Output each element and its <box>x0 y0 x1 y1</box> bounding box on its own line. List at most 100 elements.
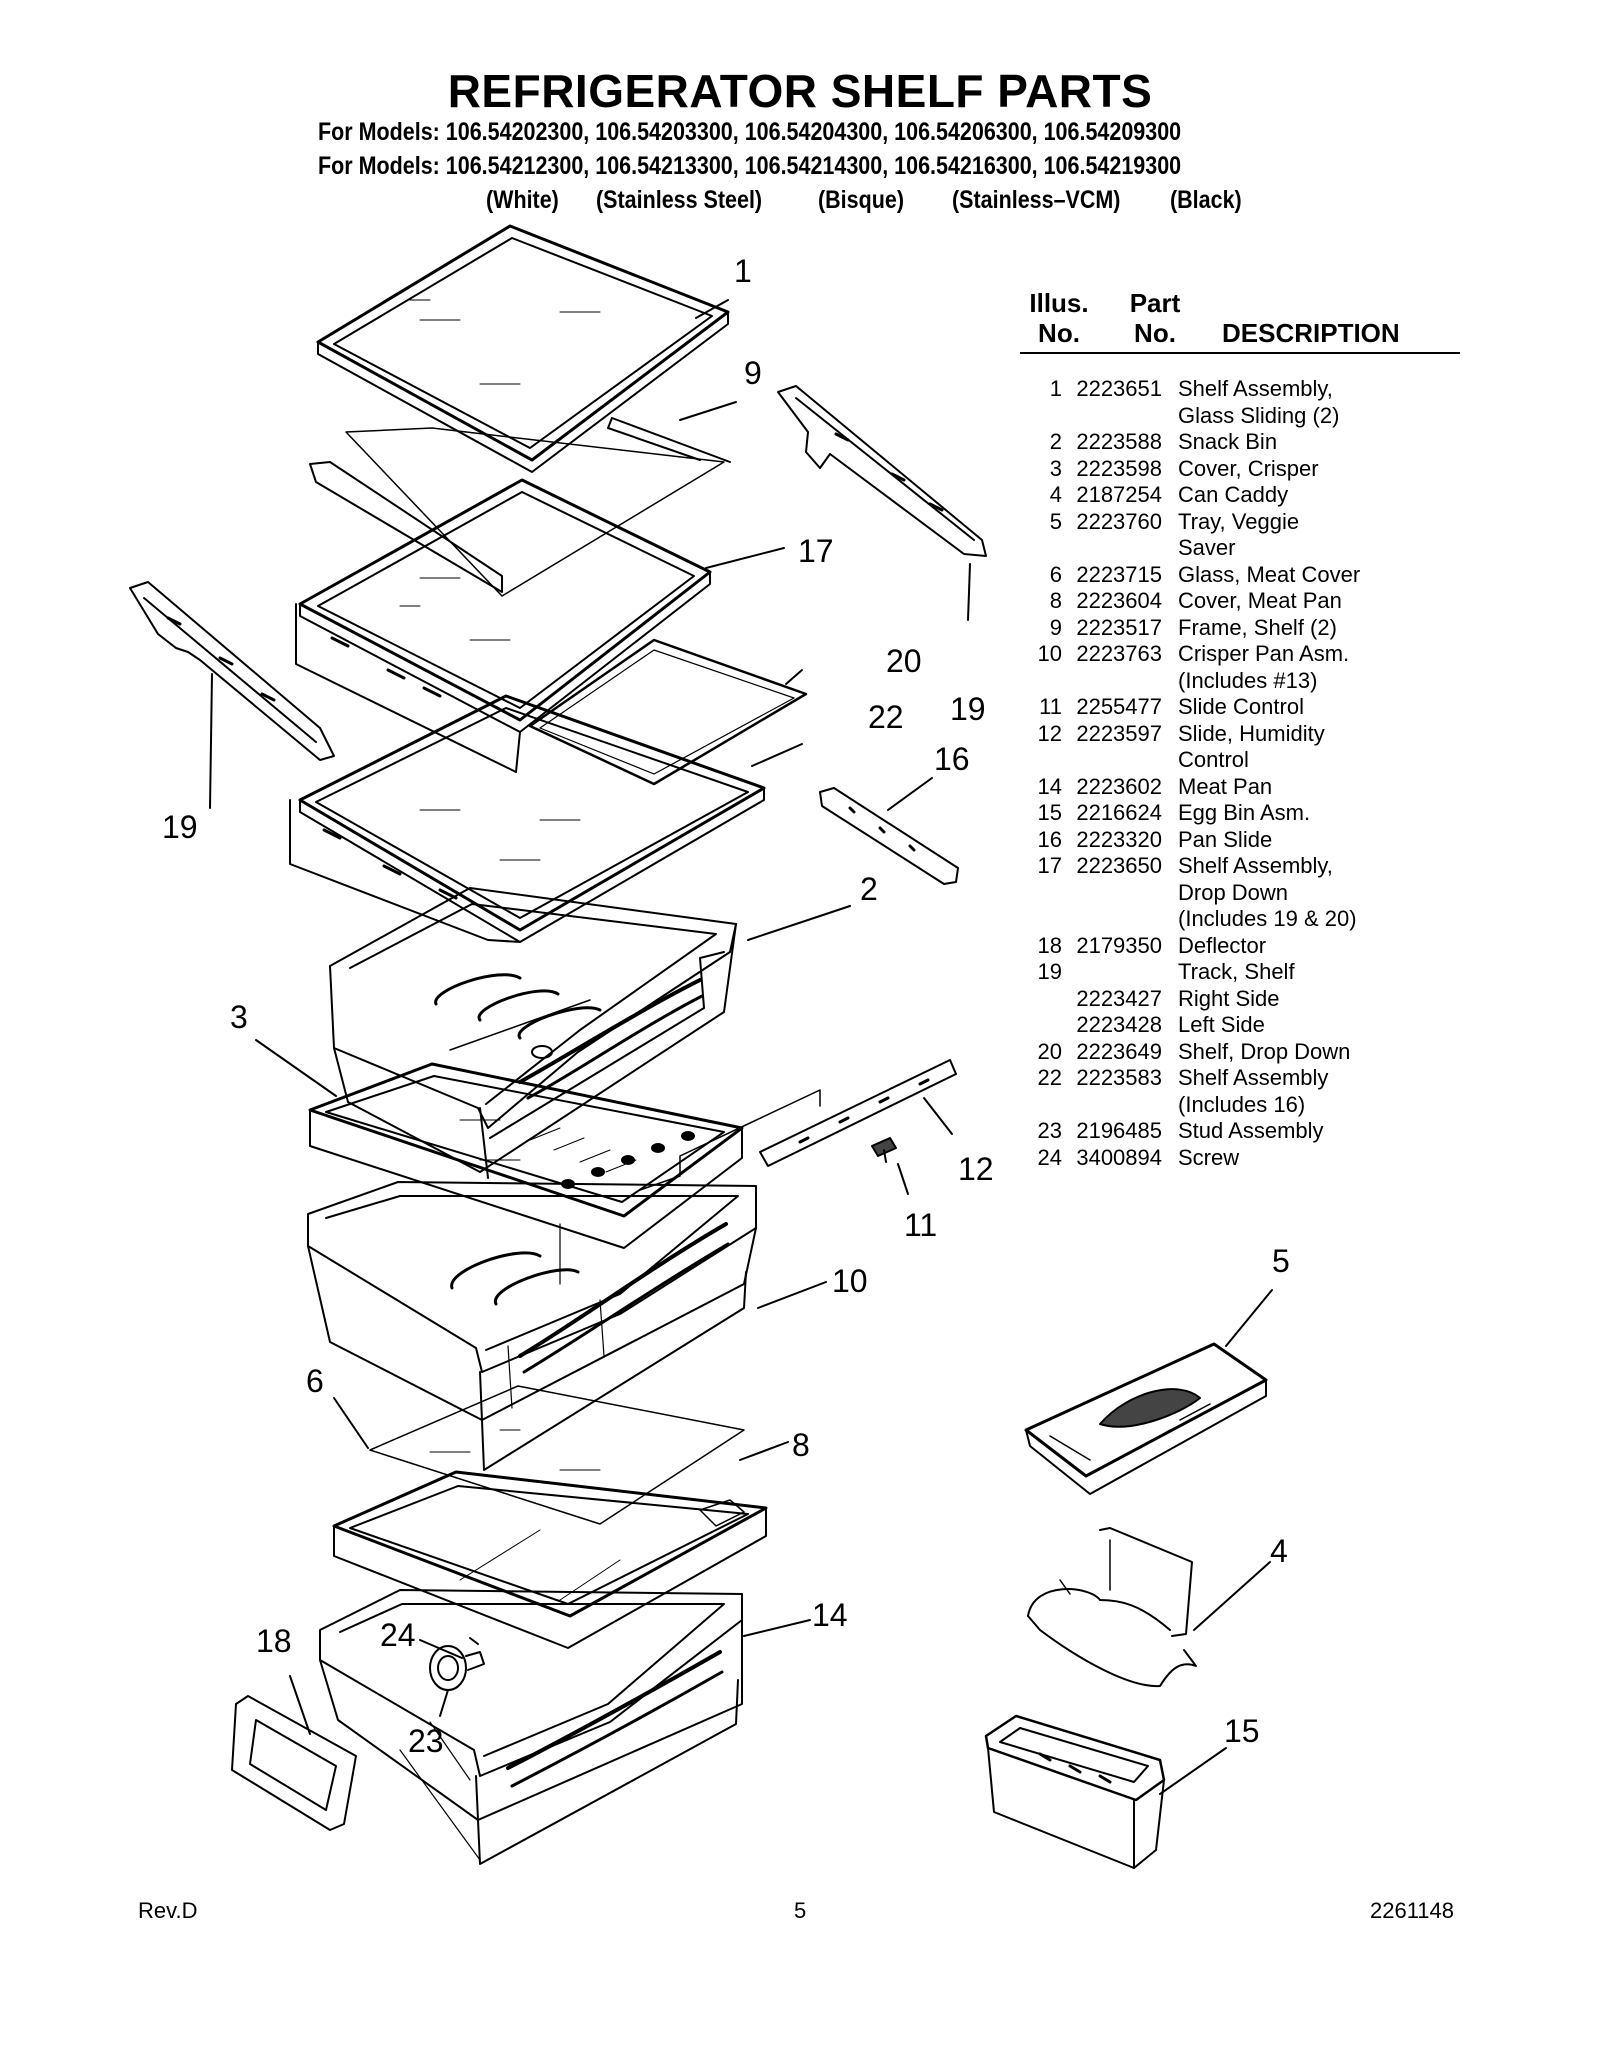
illus-number: 18 <box>1037 932 1062 958</box>
description-line: Crisper Pan Asm. <box>1178 641 1350 666</box>
part-5-veggie-tray <box>1024 1342 1268 1495</box>
callout-16: 16 <box>934 741 970 777</box>
part-description: Right Side <box>1172 986 1500 1013</box>
table-header-rule <box>1020 352 1460 354</box>
part-description: Glass, Meat Cover <box>1172 562 1500 589</box>
illus-number: 15 <box>1037 800 1062 825</box>
part-18-deflector <box>231 1695 357 1831</box>
part-description: Shelf Assembly(Includes 16) <box>1172 1065 1500 1118</box>
part-number: 2223649 <box>1076 1038 1162 1064</box>
part-description: Shelf Assembly,Glass Sliding (2) <box>1172 376 1500 429</box>
description-line: Deflector <box>1178 932 1267 958</box>
callout-19-left: 19 <box>162 809 198 845</box>
models-line-1: For Models: 106.54202300, 106.54203300, … <box>318 118 1182 146</box>
illus-number: 16 <box>1037 826 1062 852</box>
description-line: Cover, Meat Pan <box>1178 588 1342 613</box>
part-number: 2187254 <box>1076 482 1162 507</box>
illus-number: 12 <box>1037 720 1062 746</box>
description-line: Drop Down <box>1178 879 1289 905</box>
callout-15: 15 <box>1224 1713 1260 1749</box>
illus-number: 5 <box>1049 508 1062 534</box>
callout-10: 10 <box>832 1263 868 1299</box>
description-line: Slide Control <box>1178 694 1304 719</box>
part-description: Deflector <box>1172 933 1500 960</box>
table-row: 19 Track, Shelf <box>1020 959 1500 986</box>
description-line: Frame, Shelf (2) <box>1178 614 1337 640</box>
description-line: Glass Sliding (2) <box>1178 402 1340 428</box>
part-description: Crisper Pan Asm.(Includes #13) <box>1172 641 1500 694</box>
callout-2: 2 <box>860 871 878 907</box>
part-20-drop-down-shelf <box>528 638 808 786</box>
part-number: 2216624 <box>1076 800 1162 825</box>
part-description: Cover, Crisper <box>1172 456 1500 483</box>
description-line: Screw <box>1178 1144 1240 1170</box>
part-description: Slide Control <box>1172 694 1500 721</box>
part-description: Egg Bin Asm. <box>1172 800 1500 827</box>
part-description: Screw <box>1172 1145 1500 1172</box>
part-description: Meat Pan <box>1172 774 1500 801</box>
description-line: Can Caddy <box>1178 482 1289 507</box>
illus-number: 20 <box>1037 1038 1062 1064</box>
callout-23: 23 <box>408 1723 444 1759</box>
part-number: 2223598 <box>1076 455 1162 481</box>
callout-22: 22 <box>868 699 904 735</box>
illus-number: 10 <box>1037 641 1062 666</box>
illus-number: 24 <box>1037 1144 1062 1170</box>
illus-number: 19 <box>1037 959 1062 984</box>
part-description: Cover, Meat Pan <box>1172 588 1500 615</box>
header-illus-line1: Illus. <box>1029 288 1089 318</box>
part-description: Stud Assembly <box>1172 1118 1500 1145</box>
part-number: 3400894 <box>1076 1144 1162 1170</box>
finish-labels: (White) (Stainless Steel) (Bisque) (Stai… <box>0 186 1600 216</box>
description-line: Control <box>1178 747 1249 772</box>
header-part-line1: Part <box>1129 288 1181 318</box>
callout-11: 11 <box>904 1207 937 1243</box>
finish-label: (White) <box>486 186 559 214</box>
callout-19-right: 19 <box>950 691 986 727</box>
illus-number: 14 <box>1037 773 1062 799</box>
callout-3: 3 <box>230 999 248 1035</box>
description-line: Saver <box>1178 535 1236 560</box>
description-line: Stud Assembly <box>1178 1118 1324 1143</box>
table-row: 2223427 Right Side <box>1020 986 1500 1013</box>
part-description: Frame, Shelf (2) <box>1172 615 1500 642</box>
part-number: 2223760 <box>1076 508 1162 534</box>
illus-number: 6 <box>1049 561 1062 587</box>
illus-number: 11 <box>1039 694 1062 719</box>
part-number: 2223651 <box>1076 376 1162 401</box>
description-line: Shelf Assembly, <box>1178 376 1333 401</box>
part-19-right-track <box>777 385 987 557</box>
part-number: 2196485 <box>1076 1118 1162 1143</box>
description-line: Pan Slide <box>1178 826 1273 852</box>
part-description: Pan Slide <box>1172 827 1500 854</box>
callout-4: 4 <box>1270 1533 1288 1569</box>
part-17-drop-down-shelf <box>295 478 712 773</box>
description-line: Left Side <box>1178 1012 1265 1037</box>
part-1-glass-shelf <box>316 224 730 473</box>
part-description: Track, Shelf <box>1172 959 1500 986</box>
illus-number <box>1020 986 1062 1013</box>
table-row: 16 2223320 Pan Slide <box>1020 827 1500 854</box>
part-3-crisper-cover <box>308 1062 744 1249</box>
part-number: 2223428 <box>1076 1012 1162 1037</box>
part-2-snack-bin <box>329 887 737 1179</box>
illus-number: 1 <box>1049 376 1062 401</box>
document-number: 2261148 <box>1370 1898 1455 1923</box>
description-line: (Includes 19 & 20) <box>1178 906 1357 931</box>
callout-18: 18 <box>256 1623 292 1659</box>
part-number: 2223427 <box>1076 985 1162 1011</box>
table-row: 2223428 Left Side <box>1020 1012 1500 1039</box>
part-11-slide-control <box>871 1137 897 1163</box>
description-line: Shelf Assembly <box>1178 1065 1329 1090</box>
part-15-egg-bin <box>984 1714 1166 1869</box>
part-number: 2223320 <box>1076 826 1162 852</box>
